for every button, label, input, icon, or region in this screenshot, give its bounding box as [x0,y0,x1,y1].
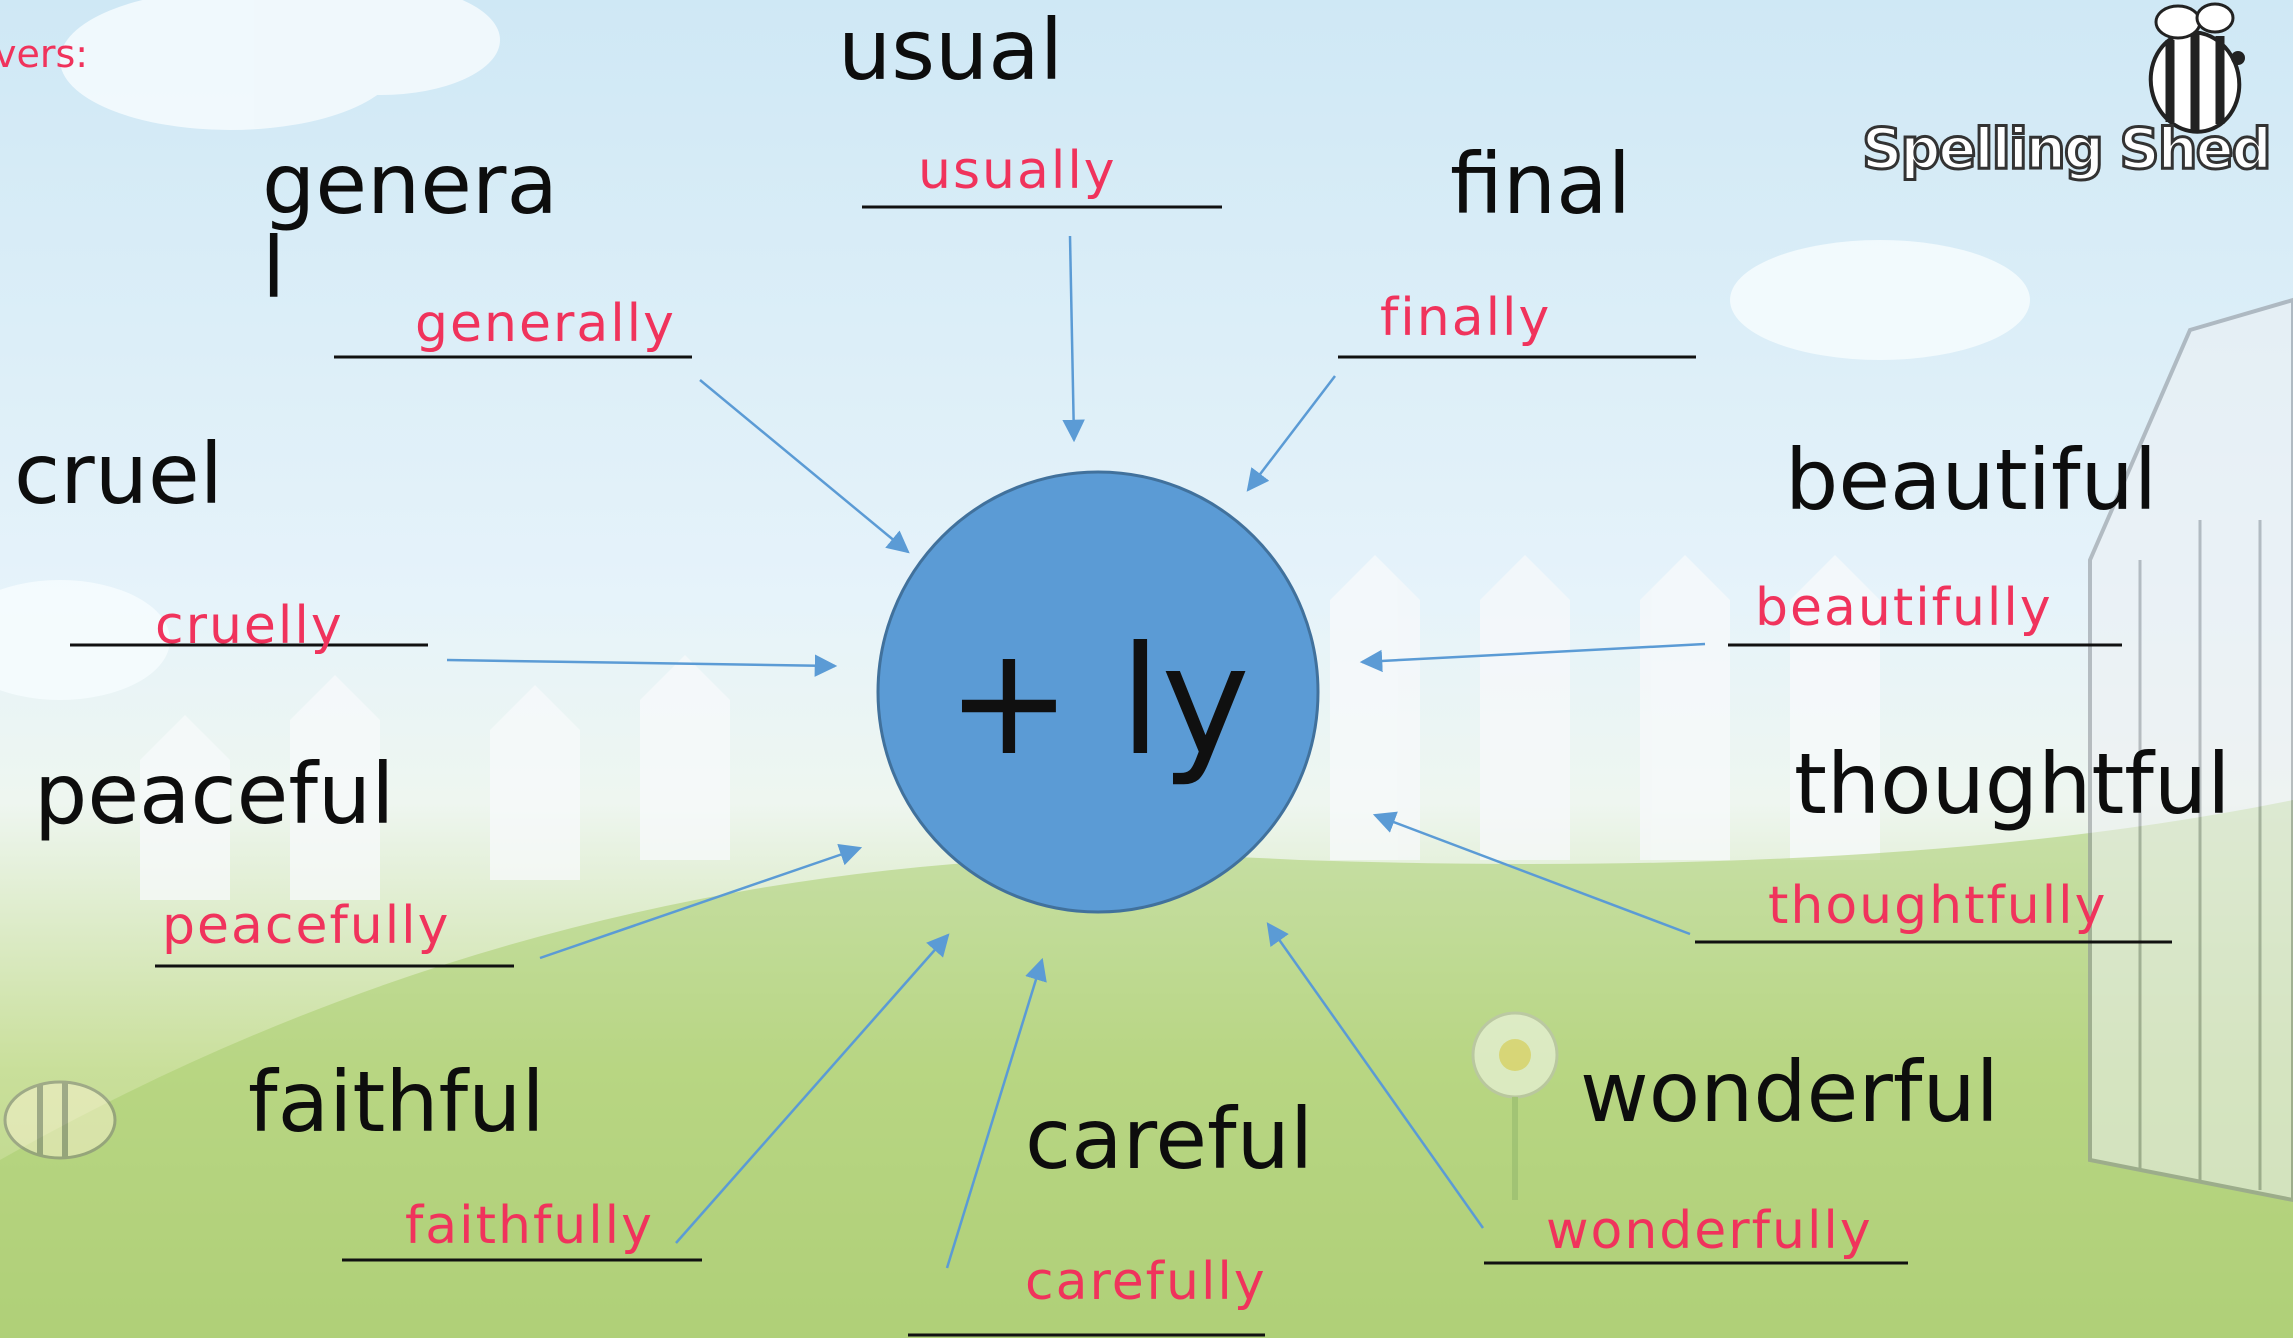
base-word-general: genera l [262,135,558,317]
arrow-peaceful [539,843,863,960]
arrow-cruel [446,654,838,677]
answer-thoughtfully: thoughtfully [1768,876,2108,936]
base-word-cruel: cruel [14,425,223,523]
arrow-usual [1062,235,1085,443]
answer-wonderfully: wonderfully [1546,1201,1873,1261]
answer-carefully: carefully [1025,1252,1267,1312]
decorative-flower-icon [1471,1011,1559,1200]
base-word-careful: careful [1025,1090,1314,1188]
shed [2088,297,2293,1203]
decorative-bee-icon [3,1080,117,1160]
arrow-beautiful [1359,642,1706,673]
base-word-peaceful: peaceful [34,745,395,843]
grass-hill [0,800,2293,1338]
arrow-thoughtful [1372,811,1691,936]
fence [140,555,1880,900]
base-word-final: final [1450,135,1631,233]
answer-usually: usually [918,141,1117,201]
answer-faithfully: faithfully [405,1196,654,1256]
arrow-faithful [675,933,950,1244]
answer-cruelly: cruelly [155,596,344,656]
arrow-wonderful [1266,922,1485,1229]
bee-icon [2148,2,2245,134]
answer-lines [70,205,2172,1337]
hub-circle [876,470,1320,914]
answer-finally: finally [1380,288,1552,348]
base-word-wonderful: wonderful [1580,1043,2000,1141]
arrow-final [1246,375,1336,492]
answer-generally: generally [415,294,676,354]
connector-arrows [446,235,1706,1269]
base-word-thoughtful: thoughtful [1794,735,2231,833]
base-word-faithful: faithful [248,1053,545,1151]
base-word-usual: usual [838,1,1064,99]
header-text: vers: [0,32,89,76]
spelling-shed-logo: Spelling Shed [1861,117,2274,182]
hub-label: + ly [946,615,1250,789]
answer-beautifully: beautifully [1755,578,2053,638]
arrow-general [699,379,910,554]
base-word-beautiful: beautiful [1785,431,2158,529]
clouds [0,0,2030,700]
answer-peacefully: peacefully [162,896,451,956]
arrow-careful [945,957,1047,1269]
